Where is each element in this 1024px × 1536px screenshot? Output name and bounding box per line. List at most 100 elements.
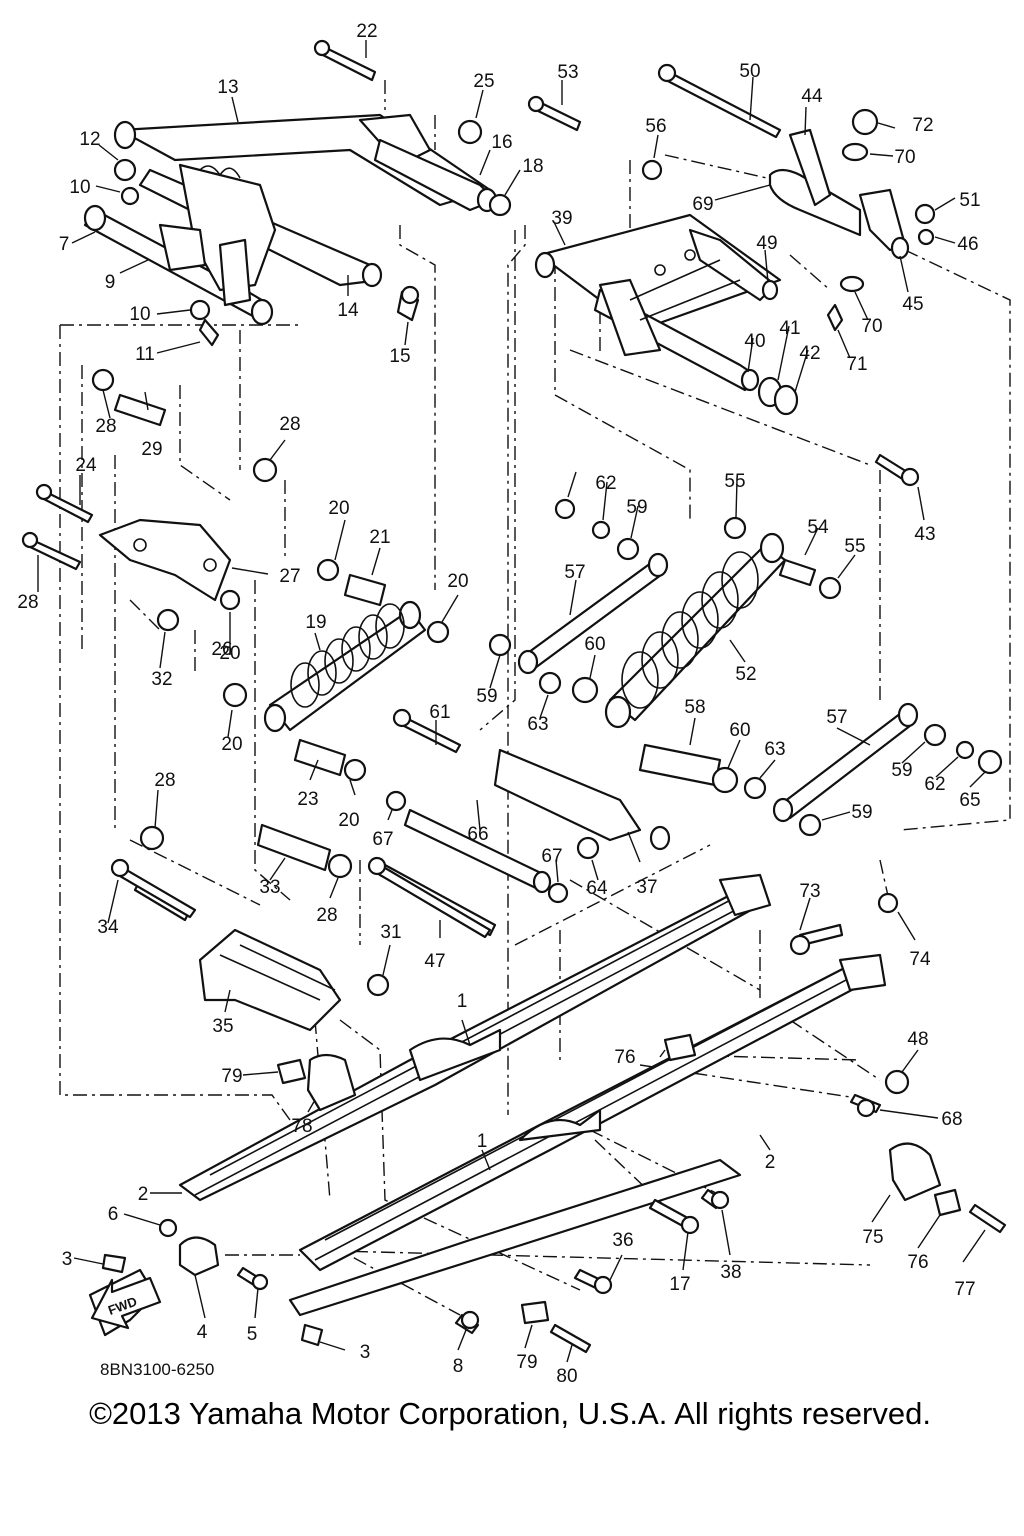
callout-label: 25 bbox=[473, 71, 494, 92]
callout-label: 10 bbox=[69, 177, 90, 198]
front-arm-assembly bbox=[83, 113, 498, 326]
callout-label: 49 bbox=[756, 233, 777, 254]
callout-label: 55 bbox=[724, 471, 745, 492]
callout-label: 12 bbox=[79, 129, 100, 150]
callout-label: 46 bbox=[957, 234, 978, 255]
callout-label: 52 bbox=[735, 664, 756, 685]
callout-label: 51 bbox=[959, 190, 980, 211]
callout-label: 9 bbox=[105, 272, 116, 293]
callout-label: 20 bbox=[219, 643, 240, 664]
callout-label: 7 bbox=[59, 234, 70, 255]
callout-label: 74 bbox=[909, 949, 931, 970]
callout-label: 14 bbox=[337, 300, 359, 321]
callout-label: 33 bbox=[259, 877, 280, 898]
callout-label: 67 bbox=[372, 829, 393, 850]
callout-label: 54 bbox=[807, 517, 829, 538]
callout-label: 2 bbox=[765, 1152, 776, 1173]
callout-label: 21 bbox=[369, 527, 390, 548]
callout-label: 38 bbox=[720, 1262, 741, 1283]
callout-label: 18 bbox=[522, 156, 543, 177]
rear-arm-assembly bbox=[534, 128, 910, 392]
callout-label: 45 bbox=[902, 294, 923, 315]
callout-label: 65 bbox=[959, 790, 980, 811]
callout-label: 44 bbox=[801, 86, 823, 107]
callout-leaders bbox=[37, 40, 986, 1363]
callout-label: 72 bbox=[912, 115, 933, 136]
callout-label: 5 bbox=[247, 1324, 258, 1345]
callout-label: 27 bbox=[279, 566, 300, 587]
rods-and-shafts bbox=[113, 393, 919, 937]
callout-label: 4 bbox=[197, 1322, 208, 1343]
callout-label: 63 bbox=[764, 739, 785, 760]
bracket-assemblies bbox=[98, 518, 342, 1032]
callout-label: 34 bbox=[97, 917, 119, 938]
callout-label: 55 bbox=[844, 536, 865, 557]
left-shock-absorber bbox=[263, 600, 427, 733]
callout-label: 35 bbox=[212, 1016, 233, 1037]
callout-label: 57 bbox=[564, 562, 585, 583]
callout-label: 60 bbox=[584, 634, 605, 655]
callout-label: 1 bbox=[457, 991, 468, 1012]
callout-label: 64 bbox=[586, 878, 608, 899]
callout-label: 56 bbox=[645, 116, 666, 137]
callout-label: 58 bbox=[684, 697, 705, 718]
callout-label: 79 bbox=[221, 1066, 242, 1087]
copyright-notice: ©2013 Yamaha Motor Corporation, U.S.A. A… bbox=[89, 1396, 931, 1431]
callout-label: 48 bbox=[907, 1029, 928, 1050]
callout-label: 40 bbox=[744, 331, 765, 352]
callout-label: 76 bbox=[907, 1252, 928, 1273]
callout-label: 70 bbox=[894, 147, 915, 168]
callout-label: 78 bbox=[291, 1116, 312, 1137]
callout-label: 59 bbox=[891, 760, 912, 781]
callout-label: 26 bbox=[211, 639, 232, 660]
fasteners-and-bushings bbox=[21, 39, 1007, 1354]
callout-label: 61 bbox=[429, 702, 450, 723]
callout-label: 43 bbox=[914, 524, 935, 545]
callout-label: 6 bbox=[108, 1204, 119, 1225]
callout-label: 10 bbox=[129, 304, 150, 325]
callout-label: 13 bbox=[217, 77, 238, 98]
callout-label: 59 bbox=[626, 497, 647, 518]
callout-label: 31 bbox=[380, 922, 401, 943]
callout-label: 3 bbox=[62, 1249, 73, 1270]
callout-label: 29 bbox=[141, 439, 162, 460]
callout-label: 28 bbox=[154, 770, 175, 791]
callout-label: 24 bbox=[75, 455, 97, 476]
callout-label: 3 bbox=[360, 1342, 371, 1363]
callout-label: 62 bbox=[924, 774, 945, 795]
callout-label: 20 bbox=[221, 734, 242, 755]
callout-label: 59 bbox=[851, 802, 872, 823]
callout-label: 41 bbox=[779, 318, 800, 339]
callout-label: 22 bbox=[356, 21, 377, 42]
callout-label: 23 bbox=[297, 789, 318, 810]
callout-label: 20 bbox=[447, 571, 468, 592]
callout-label: 28 bbox=[95, 416, 116, 437]
callout-label: 57 bbox=[826, 707, 847, 728]
callout-label: 63 bbox=[527, 714, 548, 735]
callout-label: 70 bbox=[861, 316, 882, 337]
callout-label: 16 bbox=[491, 132, 512, 153]
callout-label: 77 bbox=[954, 1279, 975, 1300]
callout-label: 8 bbox=[453, 1356, 464, 1377]
callout-label: 73 bbox=[799, 881, 820, 902]
callout-label: 1 bbox=[477, 1131, 488, 1152]
callout-label: 2 bbox=[138, 1184, 149, 1205]
callout-label: 36 bbox=[612, 1230, 633, 1251]
callout-label: 62 bbox=[595, 473, 616, 494]
callout-label: 37 bbox=[636, 877, 657, 898]
callout-label: 69 bbox=[692, 194, 713, 215]
callout-label: 79 bbox=[516, 1352, 537, 1373]
callout-label: 32 bbox=[151, 669, 172, 690]
slide-rails bbox=[178, 873, 887, 1317]
callout-label: 60 bbox=[729, 720, 750, 741]
callout-label: 53 bbox=[557, 62, 578, 83]
callout-label: 39 bbox=[551, 208, 572, 229]
callout-label: 50 bbox=[739, 61, 760, 82]
callout-labels: 1 1 2 2 3 3 4 5 6 7 8 9 10 10 11 12 13 1… bbox=[17, 21, 980, 1387]
callout-label: 19 bbox=[305, 612, 326, 633]
callout-label: 28 bbox=[316, 905, 337, 926]
callout-label: 42 bbox=[799, 343, 820, 364]
callout-label: 76 bbox=[614, 1047, 635, 1068]
callout-label: 68 bbox=[941, 1109, 962, 1130]
